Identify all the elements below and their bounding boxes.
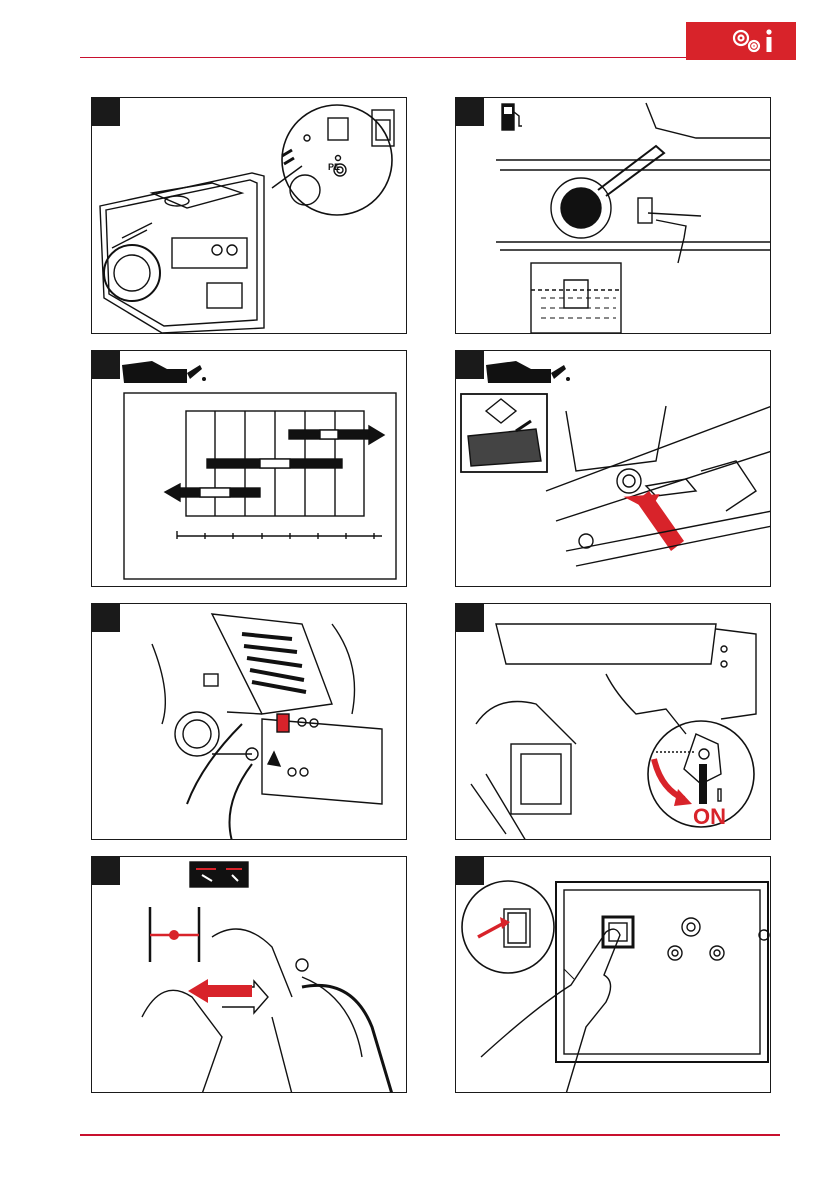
step-number-box <box>456 351 484 379</box>
panel-fuel-tank <box>455 97 771 334</box>
step-number-box <box>456 604 484 632</box>
panel-generator-overview: PE <box>91 97 407 334</box>
panel-oil-viscosity <box>91 350 407 587</box>
panel-battery-connection <box>91 603 407 840</box>
oil-can-icon <box>486 361 570 383</box>
panel-power-switch <box>455 856 771 1093</box>
step-number-box <box>92 857 120 885</box>
oil-can-icon <box>122 361 206 383</box>
step-number-box <box>92 351 120 379</box>
panel-choke-lever <box>91 856 407 1093</box>
step-number-box <box>456 857 484 885</box>
panel-fuel-valve: ON <box>455 603 771 840</box>
gears-icon <box>734 31 759 51</box>
section-badge <box>686 22 796 60</box>
step-number-box <box>456 98 484 126</box>
header-rule <box>80 57 688 58</box>
pe-label: PE <box>328 162 340 172</box>
footer-rule <box>80 1134 780 1136</box>
valve-on-label: ON <box>693 804 726 830</box>
info-icon <box>766 29 771 52</box>
step-number-box <box>92 604 120 632</box>
fuel-pump-icon <box>502 104 522 130</box>
panel-oil-filling <box>455 350 771 587</box>
step-number-box <box>92 98 120 126</box>
